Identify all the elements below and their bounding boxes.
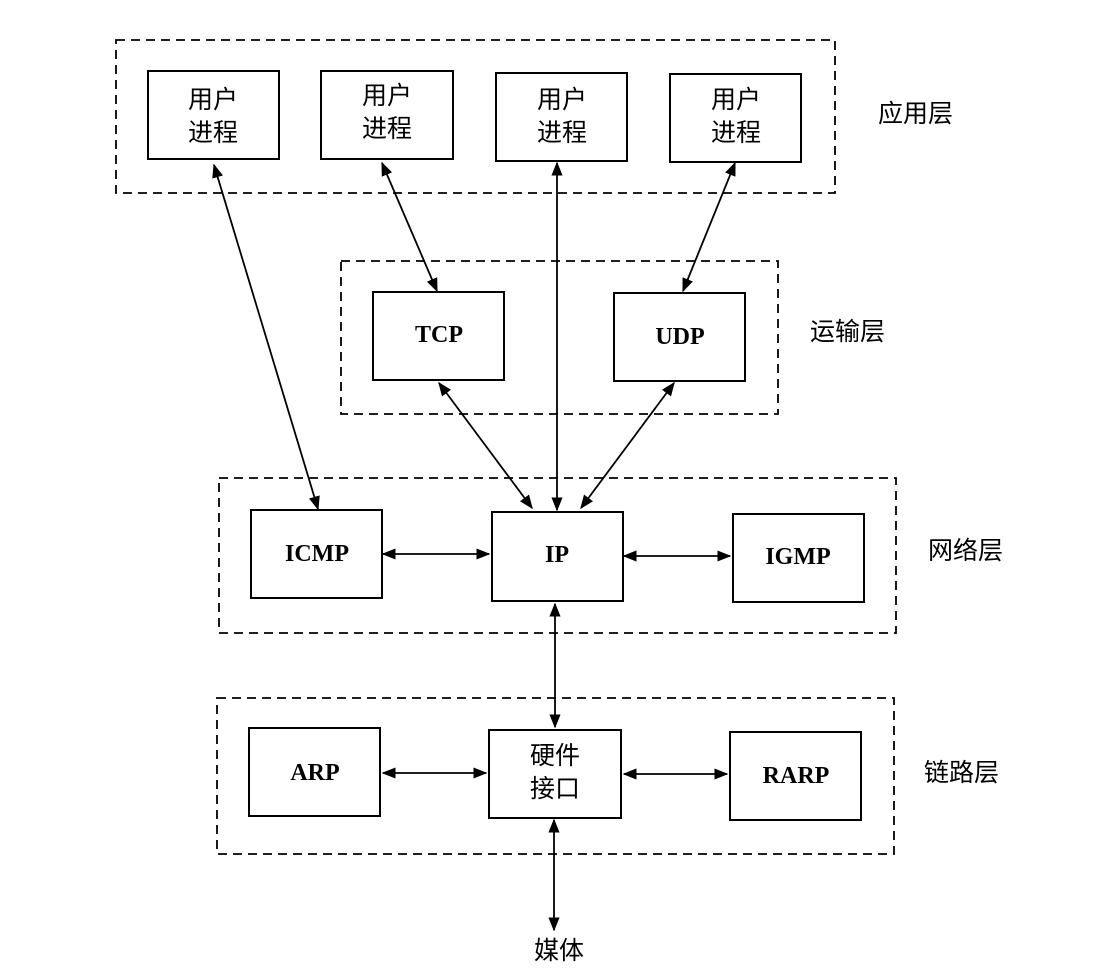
node-udp-label: UDP [655,324,704,350]
application-layer-group [115,39,836,194]
network-layer-label: 网络层 [928,536,1003,565]
node-igmp: IGMP [732,513,865,603]
media-label: 媒体 [534,936,584,965]
node-user-process-4-line2: 进程 [711,118,761,147]
application-layer-label: 应用层 [878,99,953,128]
node-icmp: ICMP [250,509,383,599]
node-user-process-3: 用户 进程 [495,72,628,162]
node-tcp: TCP [372,291,505,381]
node-user-process-1-line2: 进程 [188,118,238,147]
node-ip: IP [491,511,624,602]
node-user-process-2-line1: 用户 [362,81,412,110]
edge-udp-ip [580,381,675,510]
node-user-process-1-line1: 用户 [188,85,238,114]
node-user-process-2: 用户 进程 [320,70,454,160]
edge-user-process-1-icmp [212,163,320,511]
node-hardware-interface-line1: 硬件 [530,741,580,770]
node-hardware-interface-line2: 接口 [530,774,580,803]
link-layer-label: 链路层 [924,758,999,787]
node-hardware-interface: 硬件 接口 [488,729,622,819]
node-user-process-3-line2: 进程 [537,118,587,147]
node-tcp-label: TCP [415,322,463,348]
edge-user-process-4-udp [682,161,736,293]
node-rarp-label: RARP [763,763,830,789]
node-ip-label: IP [545,542,569,568]
node-udp: UDP [613,292,746,382]
node-user-process-4-line1: 用户 [711,85,761,114]
node-igmp-label: IGMP [765,544,830,570]
transport-layer-label: 运输层 [810,317,885,346]
node-arp: ARP [248,727,381,817]
node-user-process-3-line1: 用户 [537,85,587,114]
node-user-process-1: 用户 进程 [147,70,280,160]
node-user-process-4: 用户 进程 [669,73,802,163]
node-rarp: RARP [729,731,862,821]
edge-user-process-2-tcp [381,161,438,293]
node-icmp-label: ICMP [285,541,349,567]
node-arp-label: ARP [290,760,339,786]
edge-tcp-ip [438,381,533,510]
node-user-process-2-line2: 进程 [362,114,412,143]
